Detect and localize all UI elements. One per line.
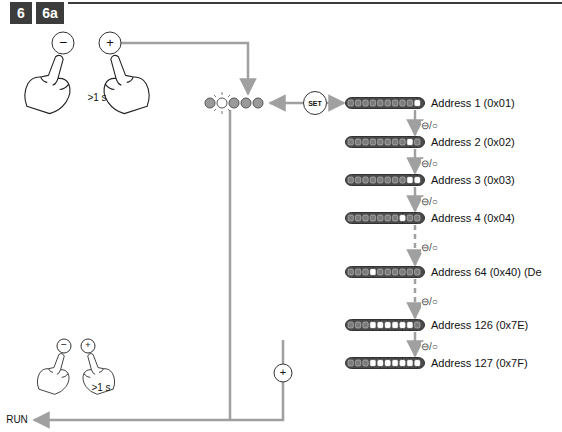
led-bar-shape bbox=[345, 136, 425, 148]
figure-number: 6 bbox=[17, 6, 25, 20]
button-hint: ⊖/○ bbox=[421, 297, 438, 307]
set-button: SET bbox=[303, 91, 327, 115]
led-bar: Address 3 (0x03) bbox=[345, 174, 425, 186]
address-label: Address 126 (0x7E) bbox=[431, 319, 528, 331]
hand-icon bbox=[94, 49, 153, 118]
address-label: Address 4 (0x04) bbox=[431, 212, 515, 224]
led-bar: Address 4 (0x04) bbox=[345, 212, 425, 224]
header-box bbox=[10, 2, 32, 24]
address-label: Address 127 (0x7F) bbox=[431, 357, 528, 369]
flow-arrow bbox=[414, 279, 417, 318]
address-label: Address 64 (0x40) (De bbox=[431, 266, 542, 278]
hand-icon bbox=[76, 349, 118, 397]
address-label: Address 1 (0x01) bbox=[431, 97, 515, 109]
flow-arrow bbox=[327, 102, 344, 105]
led-bar-shape bbox=[345, 266, 425, 278]
button-hint: ⊖/○ bbox=[421, 243, 438, 253]
hand-icon bbox=[21, 49, 153, 398]
button-hint: ⊖/○ bbox=[421, 121, 438, 131]
led-bar: Address 126 (0x7E) bbox=[345, 319, 425, 331]
button-hint: ⊖/○ bbox=[421, 159, 438, 169]
button-label: SET bbox=[308, 100, 322, 107]
mode-label: RUN bbox=[6, 415, 28, 425]
led-bar-shape bbox=[345, 319, 425, 331]
hand-icon bbox=[35, 349, 77, 397]
header-box bbox=[36, 2, 64, 24]
flow-arrow bbox=[414, 149, 417, 173]
press-time: >1 s bbox=[91, 383, 110, 393]
button-label: + bbox=[106, 36, 114, 49]
press-time: >1 s bbox=[87, 93, 106, 103]
led-row bbox=[205, 92, 263, 114]
flow-arrow bbox=[414, 332, 417, 356]
address-label: Address 3 (0x03) bbox=[431, 174, 515, 186]
led-bar-shape bbox=[345, 357, 425, 369]
led-bar-shape bbox=[345, 212, 425, 224]
address-label: Address 2 (0x02) bbox=[431, 136, 515, 148]
led-bar: Address 64 (0x40) (De bbox=[345, 266, 425, 278]
button-label: + bbox=[85, 341, 90, 350]
button-label: − bbox=[61, 340, 67, 350]
led-bar-shape bbox=[345, 97, 425, 109]
flow-arrow bbox=[414, 225, 417, 265]
button-label: − bbox=[59, 35, 67, 49]
button-hint: ⊖/○ bbox=[421, 342, 438, 352]
hand-icon bbox=[21, 49, 80, 118]
flow-lines bbox=[34, 43, 303, 420]
led-bar: Address 1 (0x01) bbox=[345, 97, 425, 109]
button-label: + bbox=[280, 367, 286, 378]
figure-number: 6a bbox=[42, 6, 58, 20]
led-bar: Address 2 (0x02) bbox=[345, 136, 425, 148]
flow-arrow bbox=[414, 187, 417, 211]
flow-arrow bbox=[414, 110, 417, 135]
button-symbol bbox=[52, 32, 292, 382]
button-hint: ⊖/○ bbox=[421, 197, 438, 207]
led-bar-shape bbox=[345, 174, 425, 186]
header-rule bbox=[68, 2, 562, 4]
led-bar: Address 127 (0x7F) bbox=[345, 357, 425, 369]
